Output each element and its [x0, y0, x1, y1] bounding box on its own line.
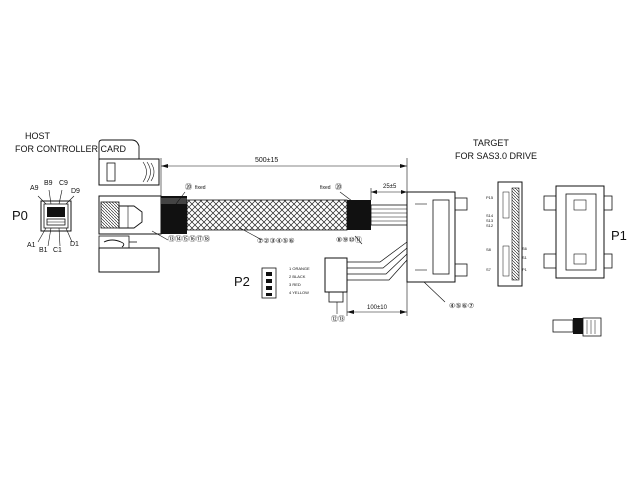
p2-wire-1: 1 ORANGE [289, 266, 310, 271]
pin-b1: B1 [39, 247, 48, 254]
host-title: HOST [25, 131, 51, 141]
fixed-right-number: ⑳ [335, 184, 342, 191]
dim-power-label: 100±10 [367, 305, 387, 311]
callout-cable: ①②③④⑤⑥ [257, 238, 295, 245]
p1-label: P1 [611, 228, 627, 243]
fixed-left-word: fixed [195, 185, 206, 191]
power-wires [347, 241, 408, 281]
pin-a9: A9 [30, 185, 39, 192]
dim-overall [160, 158, 408, 196]
pin-d9: D9 [71, 188, 80, 195]
pin-c1: C1 [53, 247, 62, 254]
pin-d1: D1 [70, 241, 79, 248]
pinout-p1: P1 [522, 267, 527, 272]
main-cable [161, 196, 408, 234]
fixed-right-word: fixed [320, 185, 331, 191]
dim-power [336, 282, 408, 316]
host-top-view [98, 139, 160, 186]
target-subtitle: FOR SAS3.0 DRIVE [455, 151, 538, 161]
pin-b9: B9 [44, 180, 53, 187]
host-subtitle: FOR CONTROLLER CARD [15, 144, 127, 154]
fixed-left-number: ⑳ [185, 184, 192, 191]
host-side-view [98, 195, 165, 235]
callout-wires: ⑧⑨⑩⑪ [336, 237, 362, 244]
pin-a1: A1 [27, 242, 36, 249]
pinout-s8: S8 [486, 247, 491, 252]
pinout-s13: S13 [486, 218, 494, 223]
p1-connector [543, 185, 613, 279]
latch-detail [552, 317, 602, 337]
p2-connector [261, 257, 348, 303]
callout-host-backshell: ⑬⑭⑮⑯⑰⑱ [168, 236, 210, 243]
dim-end-label: 25±5 [383, 184, 397, 190]
callout-p2-housing: ⑫⑬ [331, 316, 345, 323]
pinout-p15: P15 [486, 195, 494, 200]
p0-label: P0 [12, 208, 28, 223]
target-plug [406, 191, 468, 283]
p2-label: P2 [234, 274, 250, 289]
pinout-face [497, 181, 523, 287]
pinout-s12: S12 [486, 223, 494, 228]
p0-face [37, 189, 75, 247]
host-bottom-view [98, 235, 160, 273]
p2-wire-4: 4 YELLOW [289, 290, 309, 295]
pinout-s7: S7 [486, 267, 491, 272]
p2-wire-2: 2 BLACK [289, 274, 306, 279]
dim-overall-label: 500±15 [255, 157, 279, 164]
pinout-s14: S14 [486, 213, 494, 218]
pinout-s6: S6 [522, 246, 527, 251]
pinout-s1: S1 [522, 255, 527, 260]
p2-wire-3: 3 RED [289, 282, 301, 287]
target-title: TARGET [473, 138, 509, 148]
dim-end [370, 188, 407, 200]
callout-plug: ④⑤⑥⑦ [449, 303, 475, 310]
pin-c9: C9 [59, 180, 68, 187]
